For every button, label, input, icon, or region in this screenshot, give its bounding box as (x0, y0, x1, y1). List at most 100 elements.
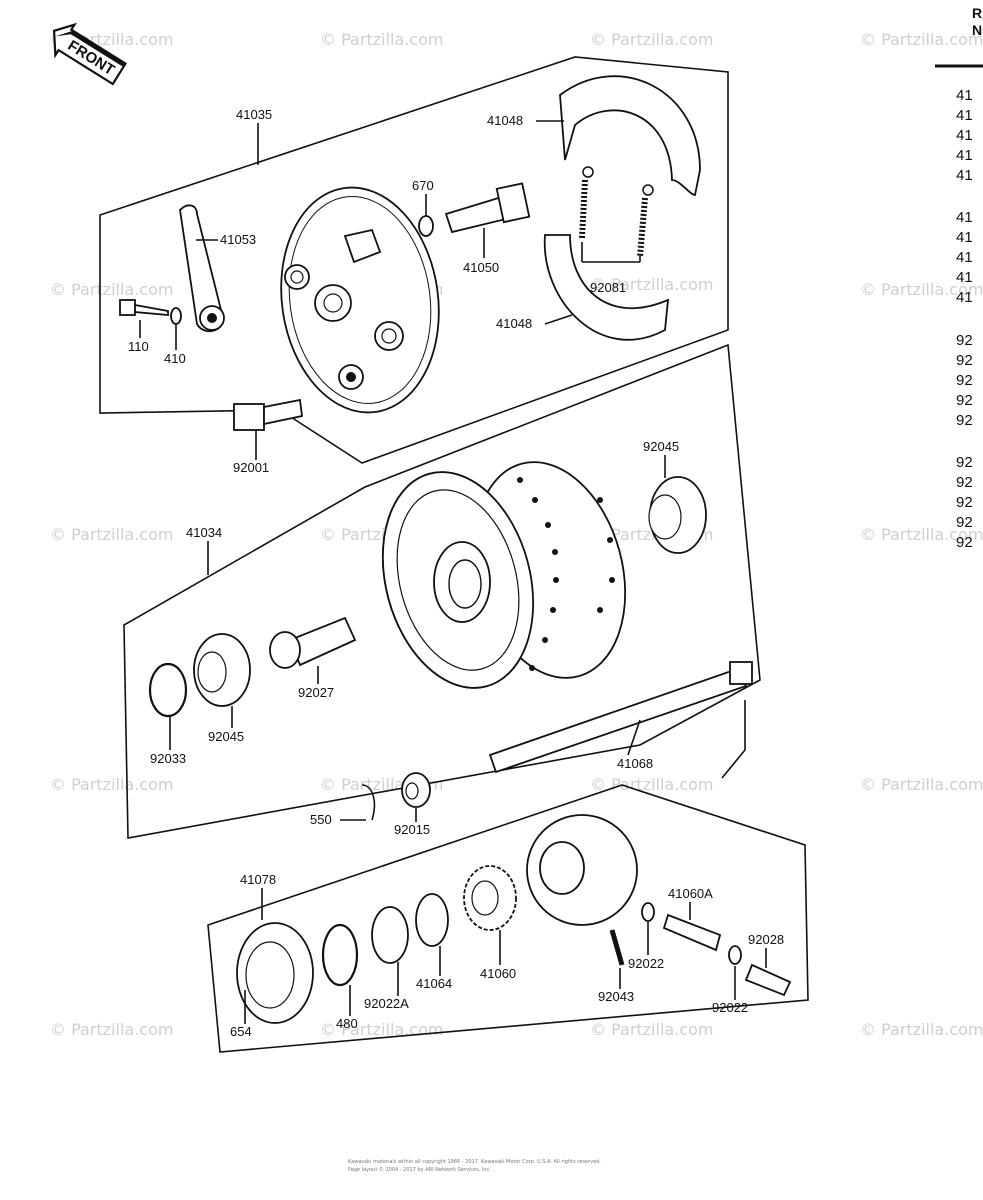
spacer-92027 (269, 616, 357, 669)
label-92022-upper: 92022 (628, 956, 664, 971)
bushing-92028 (744, 963, 792, 997)
reference-item: 92 (956, 514, 973, 531)
reference-item: 92 (956, 392, 973, 409)
reference-item: 41 (956, 127, 973, 144)
label-41068: 41068 (617, 756, 653, 771)
reference-item: 92 (956, 372, 973, 389)
washer-92022-lower (728, 945, 742, 965)
shim-92022A (371, 906, 409, 964)
label-92045-upper: 92045 (643, 439, 679, 454)
reference-item: 41 (956, 107, 973, 124)
reference-item: 41 (956, 229, 973, 246)
watermark: © Partzilla.com (590, 1020, 713, 1039)
reference-item: 41 (956, 167, 973, 184)
label-92015: 92015 (394, 822, 430, 837)
reference-column: R N 41 41 41 41 41 41 41 41 41 41 92 92 … (935, 5, 983, 551)
sprocket-hub-41078 (526, 814, 638, 926)
watermark: © Partzilla.com (50, 775, 173, 794)
axle-41068 (488, 661, 753, 774)
nut-92015 (401, 772, 431, 808)
watermark: © Partzilla.com (860, 525, 983, 544)
pinion-41060A (662, 913, 722, 952)
pin-92043 (609, 929, 625, 966)
label-41048-lower: 41048 (496, 316, 532, 331)
label-41060A: 41060A (668, 886, 713, 901)
label-41053: 41053 (220, 232, 256, 247)
label-41078: 41078 (240, 872, 276, 887)
reference-item: 92 (956, 534, 973, 551)
label-480: 480 (336, 1016, 358, 1031)
brake-panel-41035 (280, 186, 440, 414)
hub-41034 (381, 461, 627, 689)
circlip-92033 (148, 662, 188, 718)
front-badge: FRONT (52, 22, 128, 86)
label-92028: 92028 (748, 932, 784, 947)
watermark: © Partzilla.com (590, 775, 713, 794)
label-550: 550 (310, 812, 332, 827)
seal-670 (418, 215, 434, 237)
label-41035: 41035 (236, 107, 272, 122)
part-labels: 41035 41053 110 410 92001 670 41050 4104… (128, 107, 784, 1039)
reference-item: 92 (956, 352, 973, 369)
label-410: 410 (164, 351, 186, 366)
brake-panel-group-outline (99, 56, 729, 464)
watermark: © Partzilla.com (50, 525, 173, 544)
watermark: © Partzilla.com (590, 275, 713, 294)
hub-group-outline (123, 343, 761, 839)
reference-item: 92 (956, 412, 973, 429)
reference-item: 92 (956, 494, 973, 511)
label-92001: 92001 (233, 460, 269, 475)
label-41050: 41050 (463, 260, 499, 275)
camshaft-41050 (444, 182, 531, 234)
copyright-line-2: Page layout © 2004 - 2017 by ARI Network… (348, 1166, 491, 1173)
reference-item: 92 (956, 454, 973, 471)
bolt-92001 (233, 398, 303, 431)
reference-item: 41 (956, 269, 973, 286)
label-92043: 92043 (598, 989, 634, 1004)
brake-lever-41053 (179, 204, 225, 333)
brake-shoe-upper-41048 (559, 75, 701, 196)
seal-654 (236, 922, 314, 1024)
label-110: 110 (128, 339, 149, 354)
watermark: © Partzilla.com (50, 280, 173, 299)
watermark: © Partzilla.com (320, 30, 443, 49)
reference-item: 41 (956, 289, 973, 306)
reference-item: 92 (956, 332, 973, 349)
reference-item: 92 (956, 474, 973, 491)
reference-item: 41 (956, 147, 973, 164)
copyright-line-1: Kawasaki materials within all copyright … (348, 1159, 601, 1165)
label-41048-upper: 41048 (487, 113, 523, 128)
washer-92022-upper (641, 902, 655, 922)
label-41060: 41060 (480, 966, 516, 981)
label-654: 654 (230, 1024, 252, 1039)
label-41064: 41064 (416, 976, 452, 991)
label-92022-lower: 92022 (712, 1000, 748, 1015)
label-670: 670 (412, 178, 434, 193)
bolt-110 (119, 299, 169, 316)
cotter-pin-550 (361, 784, 376, 821)
bearing-92045-lower (193, 633, 251, 707)
watermark: © Partzilla.com (860, 1020, 983, 1039)
label-92027: 92027 (298, 685, 334, 700)
label-41034: 41034 (186, 525, 222, 540)
circlip-480 (321, 923, 359, 987)
copyright-footer: Kawasaki materials within all copyright … (348, 1159, 601, 1173)
brake-shoe-lower-41048 (543, 234, 670, 341)
washer-410 (170, 307, 182, 325)
reference-item: 41 (956, 209, 973, 226)
watermark: © Partzilla.com (860, 30, 983, 49)
label-92022A: 92022A (364, 996, 409, 1011)
label-92033: 92033 (150, 751, 186, 766)
watermark: © Partzilla.com (590, 30, 713, 49)
bearing-92045-upper (648, 476, 707, 554)
gear-41060 (463, 865, 517, 931)
reference-header-line2: N (972, 22, 982, 38)
watermark: © Partzilla.com (860, 280, 983, 299)
label-92045-lower: 92045 (208, 729, 244, 744)
reference-item: 41 (956, 249, 973, 266)
watermark: © Partzilla.com (860, 775, 983, 794)
sprocket-group-outline (207, 784, 809, 1053)
plate-41064 (415, 893, 449, 947)
label-92081: 92081 (590, 280, 626, 295)
